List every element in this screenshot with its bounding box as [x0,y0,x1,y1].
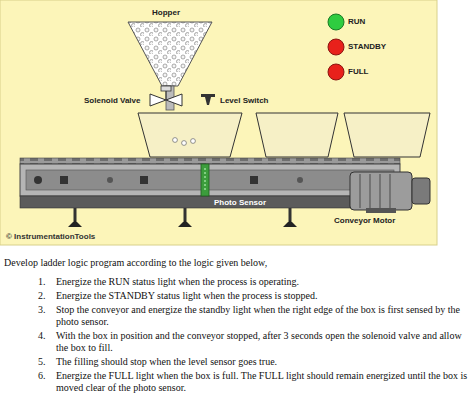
box [256,113,338,157]
instruction-item: The filling should stop when the level s… [56,356,468,368]
box [138,113,242,157]
run-light [328,14,344,30]
photo-sensor-symbol [201,164,209,196]
list-number: 5. [38,356,46,368]
motor-label: Conveyor Motor [334,216,395,225]
list-number: 4. [38,330,46,342]
conveyor [20,158,400,227]
instruction-item: Energize the STANDBY status light when t… [56,290,468,302]
instruction-item: Stop the conveyor and energize the stand… [56,304,468,328]
watermark: © InstrumentationTools [6,232,95,241]
list-number: 1. [38,276,46,288]
sensor-label: Photo Sensor [214,198,266,207]
conveyor-motor [350,172,430,213]
hopper-label: Hopper [152,8,180,17]
instruction-item: Energize the RUN status light when the p… [56,276,468,288]
list-number: 2. [38,290,46,302]
list-number: 3. [38,304,46,316]
box [344,113,430,157]
standby-light [328,39,344,55]
light-label: RUN [348,17,365,26]
list-number: 6. [38,370,46,382]
level-switch-symbol [201,94,215,105]
valve-label: Solenoid Valve [84,96,140,105]
instruction-intro: Develop ladder logic program according t… [4,257,468,269]
light-label: FULL [348,67,368,76]
light-label: STANDBY [348,42,386,51]
full-light [328,64,344,80]
instruction-item: With the box in position and the conveyo… [56,330,468,354]
switch-label: Level Switch [220,96,268,105]
instruction-item: Energize the FULL light when the box is … [56,370,468,394]
solenoid-valve-symbol [150,86,182,106]
